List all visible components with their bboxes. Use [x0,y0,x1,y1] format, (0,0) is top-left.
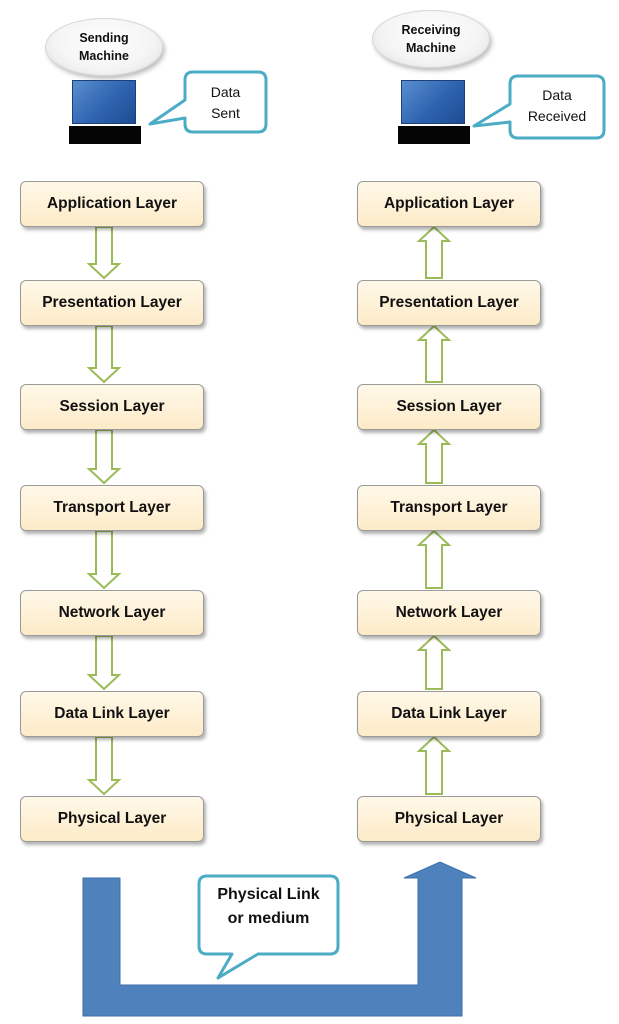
sender-down-arrow-6 [86,736,122,796]
receiver-up-arrow-4 [416,529,452,589]
receiver-session-layer: Session Layer [357,384,541,430]
sender-down-arrow-3 [86,429,122,485]
receiver-up-arrow-2 [416,324,452,383]
receiver-up-arrow-6 [416,735,452,795]
sender-down-arrow-1 [86,226,122,280]
sender-network-layer: Network Layer [20,590,204,636]
receiving-machine-label: Receiving Machine [372,10,490,68]
receiver-keyboard-icon [398,126,470,144]
sender-data-link-layer: Data Link Layer [20,691,204,737]
sender-application-layer: Application Layer [20,181,204,227]
sender-down-arrow-2 [86,325,122,384]
receiver-network-layer: Network Layer [357,590,541,636]
sender-transport-layer: Transport Layer [20,485,204,531]
sender-down-arrow-5 [86,635,122,691]
layer-arrows [86,225,452,796]
sender-monitor-icon [72,80,136,124]
sender-down-arrow-4 [86,530,122,590]
sending-machine-label: Sending Machine [45,18,163,76]
data-received-callout-shape [472,74,606,140]
sender-keyboard-icon [69,126,141,144]
receiver-up-arrow-3 [416,428,452,484]
data-sent-callout-shape [148,70,268,134]
physical-medium-arrow [82,861,477,1017]
receiver-up-arrow-5 [416,634,452,690]
receiver-data-link-layer: Data Link Layer [357,691,541,737]
data-sent-callout: Data Sent [210,84,241,121]
receiver-transport-layer: Transport Layer [357,485,541,531]
sender-physical-layer: Physical Layer [20,796,204,842]
receiver-up-arrow-1 [416,225,452,279]
sender-presentation-layer: Presentation Layer [20,280,204,326]
data-received-callout: Data Received [527,87,587,124]
sender-session-layer: Session Layer [20,384,204,430]
receiver-monitor-icon [401,80,465,124]
physical-link-callout-shape [197,874,340,980]
receiver-application-layer: Application Layer [357,181,541,227]
physical-link-callout: Physical Link or medium [217,886,320,927]
receiver-physical-layer: Physical Layer [357,796,541,842]
receiver-presentation-layer: Presentation Layer [357,280,541,326]
